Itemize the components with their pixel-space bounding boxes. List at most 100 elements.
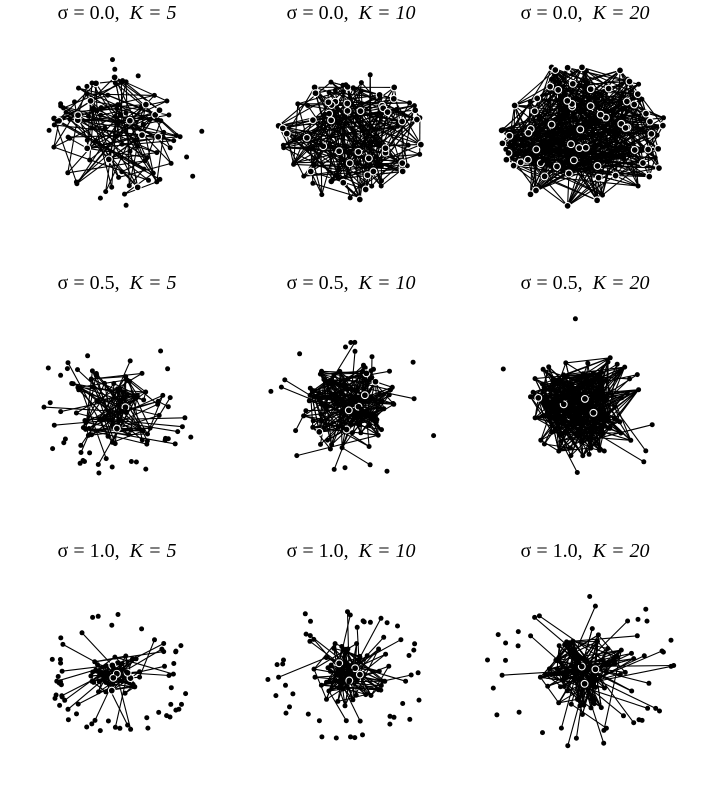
node (117, 386, 122, 391)
node (575, 470, 580, 475)
node (157, 413, 162, 418)
node (501, 127, 506, 132)
node (173, 708, 178, 713)
node (562, 388, 567, 393)
node (579, 440, 584, 445)
hub-node (594, 163, 601, 170)
node (84, 725, 89, 730)
node (607, 426, 612, 431)
node (117, 726, 122, 731)
node (602, 415, 607, 420)
hub-node (517, 159, 524, 166)
node (308, 393, 313, 398)
node (599, 134, 604, 139)
node (86, 433, 91, 438)
node (555, 671, 560, 676)
node (538, 675, 543, 680)
node (573, 316, 578, 321)
node (331, 373, 336, 378)
node (555, 667, 560, 672)
node (42, 405, 47, 410)
node (141, 122, 146, 127)
node (75, 367, 80, 372)
hub-node (554, 163, 561, 170)
node (137, 675, 142, 680)
hub-node (564, 64, 571, 71)
node (67, 136, 72, 141)
node (329, 80, 334, 85)
node (104, 663, 109, 668)
node (47, 128, 52, 133)
node (603, 378, 608, 383)
node (337, 166, 342, 171)
node (556, 700, 561, 705)
node (657, 709, 662, 714)
hub-node (114, 425, 121, 432)
node (625, 619, 630, 624)
node (336, 424, 341, 429)
node (99, 105, 104, 110)
network-graph (234, 306, 468, 520)
node (76, 702, 81, 707)
node (328, 447, 333, 452)
node (381, 635, 386, 640)
hub-node (648, 131, 655, 138)
node (78, 461, 83, 466)
node (324, 680, 329, 685)
node (602, 449, 607, 454)
edges (279, 75, 421, 200)
node (92, 659, 97, 664)
node (602, 686, 607, 691)
hub-node (304, 134, 311, 141)
node (128, 727, 133, 732)
node (589, 446, 594, 451)
node (313, 675, 318, 680)
node (596, 632, 601, 637)
node (360, 369, 365, 374)
node (318, 372, 323, 377)
node (140, 438, 145, 443)
panel-sigma0-k10: σ = 0.0, K = 10 (234, 0, 468, 250)
hub-node (564, 203, 571, 210)
node (312, 163, 317, 168)
network-graph (468, 36, 702, 250)
node (593, 604, 598, 609)
node (391, 401, 396, 406)
node (597, 448, 602, 453)
node (66, 360, 71, 365)
node (308, 386, 313, 391)
node (653, 155, 658, 160)
panel-title: σ = 1.0, K = 10 (234, 540, 468, 563)
hub-node (357, 108, 364, 115)
node (372, 413, 377, 418)
node (625, 391, 630, 396)
node (330, 177, 335, 182)
node (612, 658, 617, 663)
node (171, 661, 176, 666)
node (563, 360, 568, 365)
hub-node (612, 172, 619, 179)
node (591, 410, 596, 415)
node (93, 138, 98, 143)
node (636, 184, 641, 189)
node (102, 381, 107, 386)
hub-node (344, 108, 351, 115)
node (568, 453, 573, 458)
node (610, 152, 615, 157)
hub-node (391, 84, 398, 91)
node (273, 693, 278, 698)
panel-title: σ = 0.0, K = 20 (468, 2, 702, 25)
node (376, 433, 381, 438)
node (58, 409, 63, 414)
node (344, 718, 349, 723)
node (326, 689, 331, 694)
node (143, 467, 148, 472)
node (310, 145, 315, 150)
node (631, 656, 636, 661)
node (500, 673, 505, 678)
hub-node (390, 95, 397, 102)
node (533, 415, 538, 420)
node (570, 639, 575, 644)
node (154, 179, 159, 184)
hub-node (634, 91, 641, 98)
